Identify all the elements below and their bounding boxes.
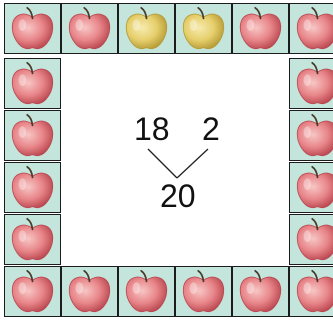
red-apple-icon [233,4,288,53]
apple-tile [61,266,118,317]
red-apple-icon [5,59,60,108]
red-apple-icon [5,4,60,53]
apple-highlight [304,19,312,31]
bond-line-left [148,149,177,178]
apple-body [297,277,333,312]
apple-highlight [76,19,84,31]
apple-highlight [247,282,255,294]
apple-highlight [133,282,141,294]
apple-highlight [247,19,255,31]
number-bond-panel: 18 2 20 [62,58,286,261]
apple-highlight [19,19,27,31]
apple-body [297,121,333,156]
bond-line-right [177,149,208,178]
apple-highlight [304,230,312,242]
apple-highlight [133,19,141,31]
apple-highlight [19,126,27,138]
apple-tile [289,58,333,109]
apple-highlight [304,74,312,86]
apple-highlight [304,282,312,294]
red-apple-icon [5,215,60,264]
bond-part-left: 18 [134,113,170,145]
apple-highlight [304,126,312,138]
red-apple-icon [290,4,333,53]
apple-highlight [304,178,312,190]
apple-highlight [76,282,84,294]
apple-tile [118,266,175,317]
apple-tile [4,266,61,317]
apple-body [297,14,333,49]
apple-highlight [19,74,27,86]
apple-tile [289,162,333,213]
red-apple-icon [176,267,231,316]
red-apple-icon [290,59,333,108]
yellow-apple-icon [119,4,174,53]
red-apple-icon [290,215,333,264]
apple-highlight [19,230,27,242]
apple-tile [118,3,175,54]
apple-tile [232,3,289,54]
apple-highlight [190,282,198,294]
apple-body [297,225,333,260]
apple-tile [175,266,232,317]
apple-tile [289,3,333,54]
apple-tile [4,3,61,54]
bond-whole: 20 [160,180,196,212]
apple-body [297,173,333,208]
apple-tile [289,110,333,161]
red-apple-icon [5,267,60,316]
red-apple-icon [290,267,333,316]
red-apple-icon [62,267,117,316]
apple-tile [4,58,61,109]
apple-tile [4,162,61,213]
red-apple-icon [5,111,60,160]
apple-highlight [190,19,198,31]
apple-tile [232,266,289,317]
red-apple-icon [290,111,333,160]
apple-highlight [19,178,27,190]
bond-part-right: 2 [202,113,220,145]
apple-tile [175,3,232,54]
apple-tile [61,3,118,54]
apple-highlight [19,282,27,294]
red-apple-icon [119,267,174,316]
apple-tile [289,214,333,265]
yellow-apple-icon [176,4,231,53]
red-apple-icon [5,163,60,212]
red-apple-icon [233,267,288,316]
red-apple-icon [290,163,333,212]
apple-tile [4,110,61,161]
number-bond-lines [62,58,286,261]
red-apple-icon [62,4,117,53]
apple-body [297,69,333,104]
apple-tile [4,214,61,265]
apple-tile [289,266,333,317]
